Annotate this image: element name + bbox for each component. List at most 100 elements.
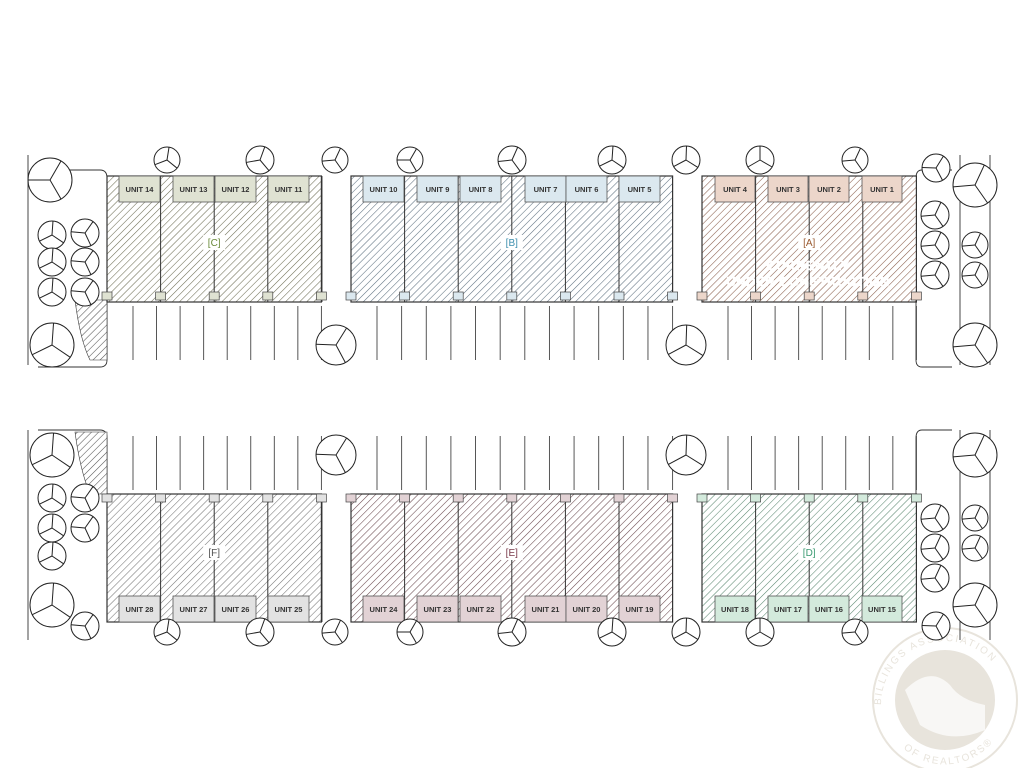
- unit-tag[interactable]: UNIT 22: [459, 595, 502, 623]
- tree-symbol-icon: [597, 617, 627, 647]
- unit-tag[interactable]: UNIT 20: [565, 595, 608, 623]
- tree-symbol-icon: [952, 582, 998, 628]
- tree-symbol-icon: [396, 618, 424, 646]
- tree-symbol-icon: [70, 277, 100, 307]
- unit-tag[interactable]: UNIT 27: [172, 595, 215, 623]
- entry-notch: [560, 291, 571, 301]
- entry-notch: [857, 291, 869, 301]
- unit-tag[interactable]: UNIT 19: [618, 595, 661, 623]
- unit-tag[interactable]: UNIT 12: [214, 175, 257, 203]
- tree-symbol-icon: [921, 153, 951, 183]
- entry-notch: [911, 291, 922, 301]
- entry-notch: [911, 493, 922, 503]
- unit-tag[interactable]: UNIT 4: [714, 175, 756, 203]
- unit-tag[interactable]: UNIT 21: [524, 595, 567, 623]
- unit-tag[interactable]: UNIT 6: [565, 175, 608, 203]
- tree-symbol-icon: [153, 146, 181, 174]
- unit-label: UNIT 8: [469, 185, 493, 194]
- unit-label: UNIT 5: [628, 185, 652, 194]
- unit-label: UNIT 17: [774, 605, 802, 614]
- tree-symbol-icon: [920, 260, 950, 290]
- unit-tag[interactable]: UNIT 25: [267, 595, 310, 623]
- unit-label: UNIT 22: [467, 605, 495, 614]
- tree-symbol-icon: [920, 563, 950, 593]
- tree-symbol-icon: [29, 582, 75, 628]
- entry-notch: [345, 291, 357, 301]
- unit-tag[interactable]: UNIT 26: [214, 595, 257, 623]
- entry-notch: [316, 493, 327, 503]
- tree-symbol-icon: [671, 145, 701, 175]
- unit-label: UNIT 4: [723, 185, 748, 194]
- unit-tag[interactable]: UNIT 17: [767, 595, 809, 623]
- unit-label: UNIT 24: [370, 605, 399, 614]
- entry-notch: [208, 291, 220, 301]
- entry-notch: [452, 493, 464, 503]
- unit-tag[interactable]: UNIT 13: [172, 175, 215, 203]
- unit-tag[interactable]: UNIT 1: [861, 175, 903, 203]
- tree-symbol-icon: [37, 541, 67, 571]
- tree-symbol-icon: [37, 220, 67, 250]
- unit-tag[interactable]: UNIT 24: [362, 595, 405, 623]
- unit-tag[interactable]: UNIT 15: [861, 595, 903, 623]
- unit-label: UNIT 13: [180, 185, 208, 194]
- tree-symbol-icon: [245, 617, 275, 647]
- tree-symbol-icon: [37, 277, 67, 307]
- parking-e: [376, 436, 674, 490]
- unit-tag[interactable]: UNIT 8: [459, 175, 502, 203]
- tree-symbol-icon: [961, 534, 989, 562]
- unit-tag[interactable]: UNIT 5: [618, 175, 661, 203]
- tree-symbol-icon: [961, 504, 989, 532]
- tree-symbol-icon: [952, 322, 998, 368]
- unit-label: UNIT 27: [180, 605, 208, 614]
- unit-tag[interactable]: UNIT 14: [118, 175, 161, 203]
- building-label: [E]: [506, 548, 518, 559]
- entry-notch: [208, 493, 220, 503]
- unit-tag[interactable]: UNIT 3: [767, 175, 809, 203]
- unit-label: UNIT 14: [126, 185, 155, 194]
- entry-notch: [803, 291, 815, 301]
- tree-symbol-icon: [745, 617, 775, 647]
- tree-symbol-icon: [952, 162, 998, 208]
- unit-tag[interactable]: UNIT 23: [416, 595, 459, 623]
- unit-label: UNIT 25: [275, 605, 303, 614]
- tree-symbol-icon: [70, 611, 100, 641]
- tree-symbol-icon: [153, 618, 181, 646]
- unit-tag[interactable]: UNIT 9: [416, 175, 459, 203]
- entry-notch: [857, 493, 869, 503]
- unit-tag[interactable]: UNIT 18: [714, 595, 756, 623]
- tree-symbol-icon: [920, 503, 950, 533]
- building-label: [F]: [208, 548, 220, 559]
- tree-symbol-icon: [245, 145, 275, 175]
- unit-label: UNIT 2: [817, 185, 841, 194]
- unit-tag[interactable]: UNIT 2: [808, 175, 850, 203]
- entry-notch: [750, 291, 761, 301]
- trees: [27, 145, 998, 647]
- building-label: [A]: [803, 238, 815, 249]
- unit-label: UNIT 1: [870, 185, 894, 194]
- entry-notch: [803, 493, 815, 503]
- tree-symbol-icon: [396, 146, 424, 174]
- unit-tag[interactable]: UNIT 7: [524, 175, 567, 203]
- tree-symbol-icon: [70, 247, 100, 277]
- unit-label: UNIT 28: [126, 605, 154, 614]
- tree-symbol-icon: [745, 145, 775, 175]
- tree-symbol-icon: [921, 611, 951, 641]
- unit-label: UNIT 20: [573, 605, 601, 614]
- unit-tag[interactable]: UNIT 11: [267, 175, 310, 203]
- entry-notch: [613, 291, 625, 301]
- entry-notch: [667, 291, 678, 301]
- unit-tag[interactable]: UNIT 16: [808, 595, 850, 623]
- unit-label: UNIT 6: [575, 185, 599, 194]
- unit-label: UNIT 19: [626, 605, 654, 614]
- tree-symbol-icon: [920, 533, 950, 563]
- unit-label: UNIT 11: [275, 185, 303, 194]
- unit-tag[interactable]: UNIT 10: [362, 175, 405, 203]
- tree-symbol-icon: [952, 432, 998, 478]
- entry-notch: [399, 493, 410, 503]
- entry-notch: [101, 291, 113, 301]
- tree-symbol-icon: [37, 483, 67, 513]
- note-line-2: UNDER CONSTRUCTION: [726, 274, 890, 289]
- unit-tag[interactable]: UNIT 28: [118, 595, 161, 623]
- building-label: [D]: [803, 548, 816, 559]
